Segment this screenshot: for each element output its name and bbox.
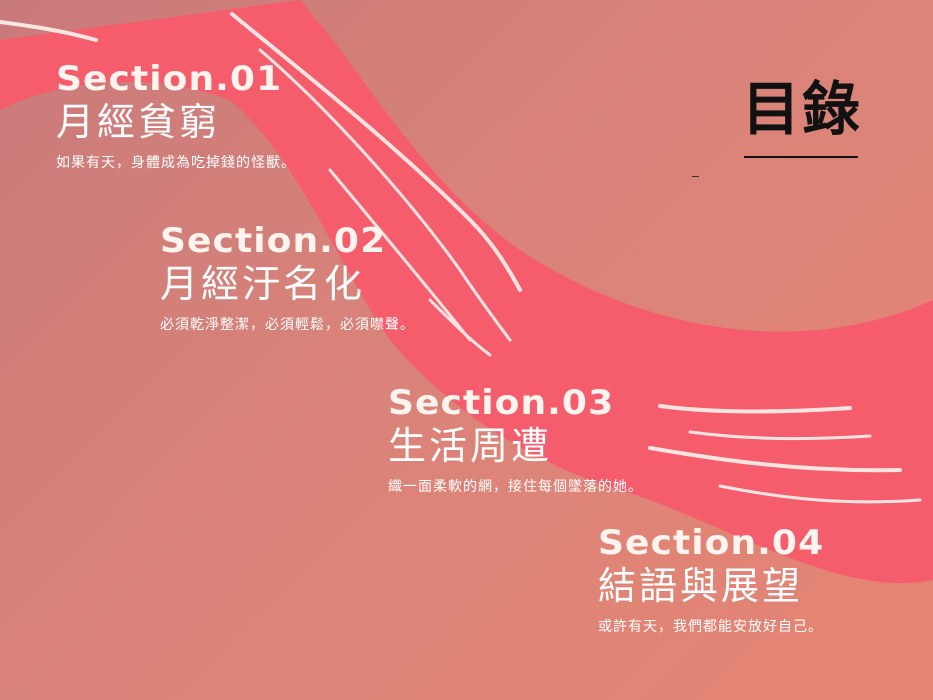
section-02[interactable]: Section.02 月經汙名化 必須乾淨整潔，必須輕鬆，必須噤聲。 <box>160 224 415 334</box>
section-label: Section.02 <box>160 221 387 261</box>
section-subtitle: 必須乾淨整潔，必須輕鬆，必須噤聲。 <box>160 316 415 333</box>
section-04[interactable]: Section.04 結語與展望 或許有天，我們都能安放好自己。 <box>598 526 823 636</box>
section-01[interactable]: Section.01 月經貧窮 如果有天，身體成為吃掉錢的怪獸。 <box>56 62 296 172</box>
toc-title: 目錄 <box>742 75 863 143</box>
section-subtitle: 或許有天，我們都能安放好自己。 <box>598 618 823 635</box>
section-title: 月經汙名化 <box>160 262 366 306</box>
section-title: 月經貧窮 <box>56 100 221 144</box>
section-03[interactable]: Section.03 生活周遭 織一面柔軟的網，接住每個墜落的她。 <box>388 386 643 496</box>
section-label: Section.04 <box>598 523 825 563</box>
section-label: Section.03 <box>388 383 615 423</box>
section-title: 結語與展望 <box>598 564 804 608</box>
decorative-dash <box>692 176 699 177</box>
section-label: Section.01 <box>56 59 283 99</box>
section-title: 生活周遭 <box>388 424 553 468</box>
section-subtitle: 織一面柔軟的網，接住每個墜落的她。 <box>388 478 643 495</box>
chalk-strokes <box>0 12 922 504</box>
section-subtitle: 如果有天，身體成為吃掉錢的怪獸。 <box>56 154 296 171</box>
pink-wave-band <box>0 0 933 584</box>
toc-underline <box>744 156 858 158</box>
